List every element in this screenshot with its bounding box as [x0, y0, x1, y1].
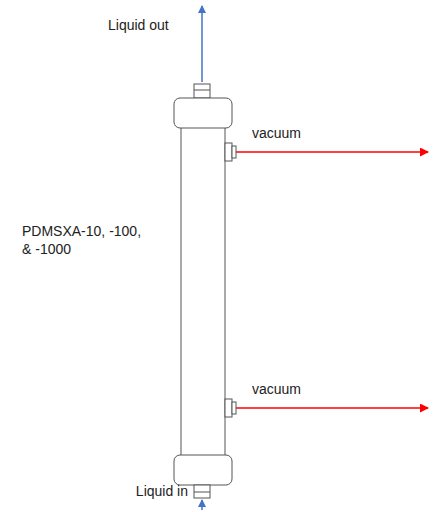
vacuum-port — [225, 143, 232, 161]
inlet-arrow — [201, 500, 203, 510]
vacuum-arrow — [236, 407, 428, 409]
vacuum-label: vacuum — [252, 124, 301, 142]
inlet-label: Liquid in — [136, 482, 188, 500]
vacuum-arrow — [236, 151, 428, 153]
outlet-arrow — [201, 6, 203, 82]
outlet-nozzle — [194, 84, 210, 98]
top-cap — [174, 98, 232, 128]
inlet-nozzle — [194, 485, 210, 498]
outlet-label: Liquid out — [108, 16, 169, 34]
vacuum-label: vacuum — [252, 380, 301, 398]
model-label: PDMSXA-10, -100, & -1000 — [22, 222, 147, 258]
bottom-cap — [174, 455, 232, 485]
vacuum-port — [225, 399, 232, 417]
module-shell — [181, 120, 225, 460]
